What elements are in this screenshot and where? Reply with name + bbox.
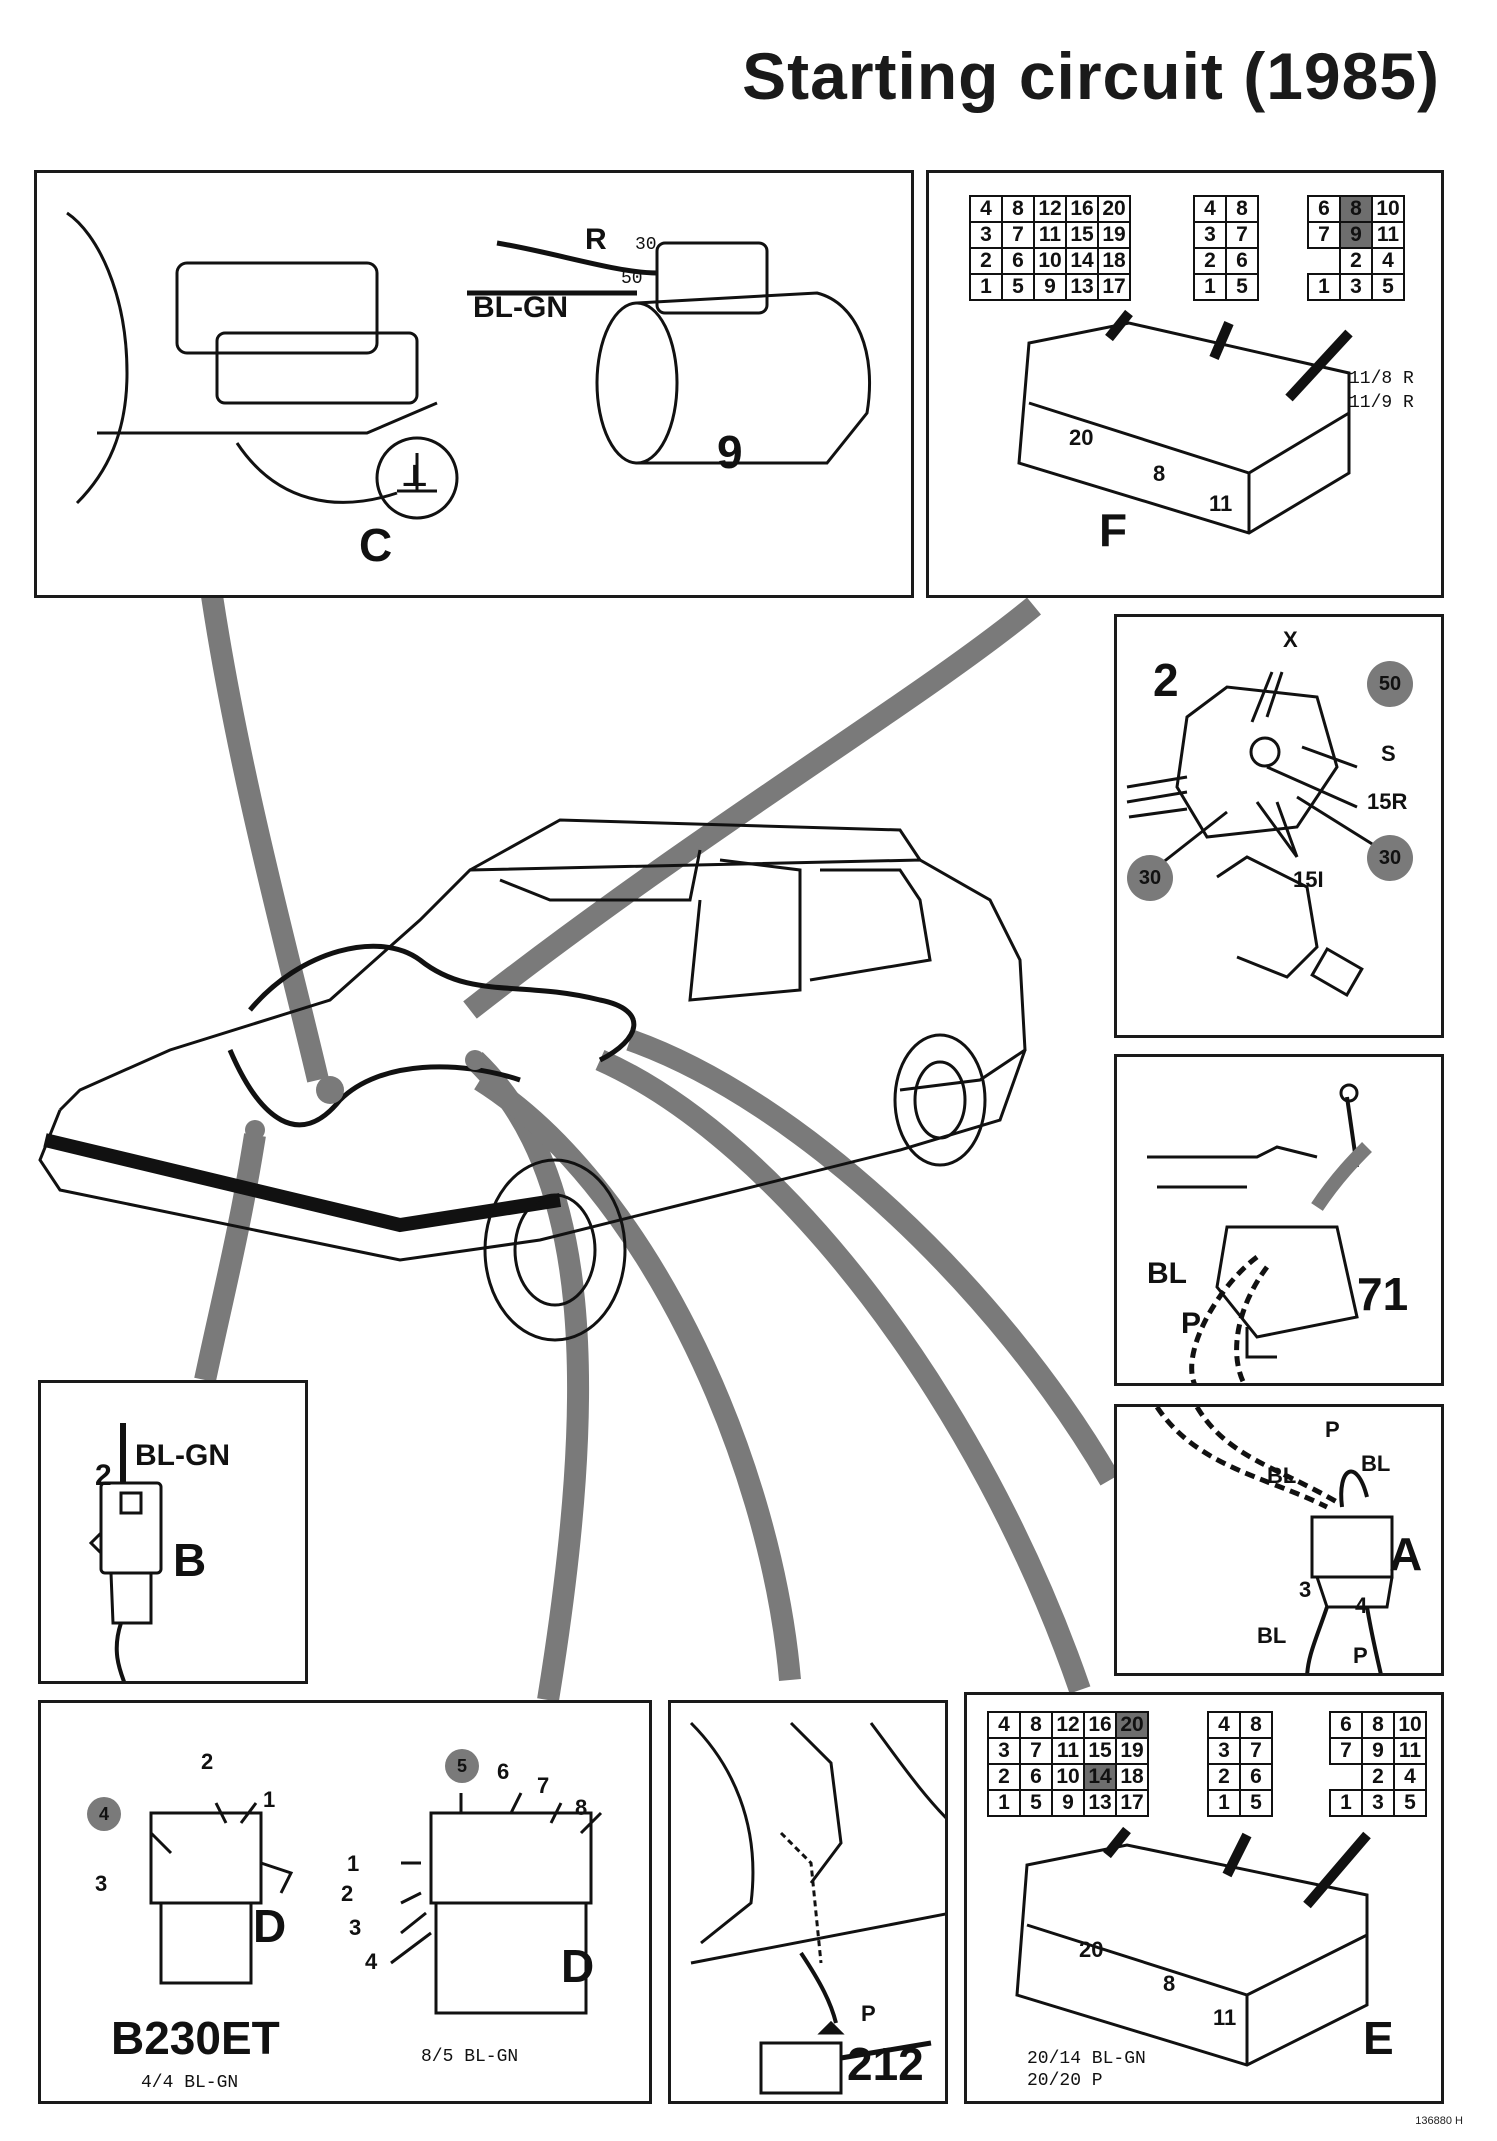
label-71: 71	[1357, 1268, 1409, 1320]
label-e: E	[1363, 2012, 1394, 2064]
right-pin-6: 6	[497, 1759, 510, 1784]
terminal-30: 30	[635, 235, 657, 255]
wire-bl-bottom: BL	[1257, 1623, 1287, 1648]
ground-symbol: ⊥	[401, 460, 429, 493]
wire-r-label: R	[585, 223, 607, 256]
wire-bl-left: BL	[1267, 1463, 1297, 1488]
wire-p-label: P	[1181, 1307, 1202, 1340]
page-title: Starting circuit (1985)	[742, 39, 1440, 113]
wire-bl-right: BL	[1361, 1451, 1391, 1476]
left-pin-4-marker: 4	[87, 1797, 121, 1831]
note-20-20: 20/20 P	[1027, 2071, 1103, 2091]
wire-blgn: BL-GN	[135, 1439, 230, 1472]
connector-a-drawing	[1154, 1407, 1394, 1673]
connector-d-drawing	[149, 1792, 603, 2015]
lead-to-panel-c	[201, 594, 329, 1083]
ground-and-starter-drawing	[66, 211, 872, 520]
right-pin-2: 2	[341, 1881, 354, 1906]
terminal-15r: 15R	[1367, 789, 1408, 814]
note-11-8: 11/8 R	[1349, 369, 1414, 389]
panel-212: P 212	[668, 1700, 948, 2104]
gear-selector-drawing	[1147, 1083, 1372, 1383]
terminal-50-marker: 50	[1367, 661, 1413, 707]
terminal-s: S	[1381, 741, 1396, 766]
terminal-50: 50	[621, 269, 643, 289]
pin-2: 2	[95, 1459, 112, 1492]
pin-3: 3	[1299, 1577, 1312, 1602]
right-pin-7: 7	[537, 1773, 550, 1798]
fuse-block-drawing	[1015, 1826, 1371, 2067]
terminal-30-marker-right: 30	[1367, 835, 1413, 881]
wire-bl-label: BL	[1147, 1257, 1187, 1290]
right-pin-1: 1	[347, 1851, 360, 1876]
block-11-label: 11	[1209, 491, 1233, 516]
lead-to-panel-f	[463, 597, 1041, 1019]
panel-b: 2 BL-GN B	[38, 1380, 308, 1684]
car-illustration	[38, 818, 1027, 1342]
right-pin-4: 4	[365, 1949, 378, 1974]
lead-to-panel-a	[626, 1029, 1120, 1486]
label-2: 2	[1153, 654, 1179, 706]
panel-a: P BL BL A 3 4 BL P	[1114, 1404, 1444, 1676]
left-pin-2: 2	[201, 1749, 214, 1774]
left-pin-3: 3	[95, 1871, 108, 1896]
footer-code: 136880 H	[1415, 2115, 1463, 2127]
note-20-14: 20/14 BL-GN	[1027, 2049, 1146, 2069]
panel-d: 2 1 4 3 D B230ET 4/4 BL-GN 5 6 7 8 1 2 3…	[38, 1700, 652, 2104]
label-a: A	[1389, 1528, 1423, 1580]
label-d-right: D	[561, 1940, 595, 1992]
label-9: 9	[717, 426, 743, 478]
note-4-4: 4/4 BL-GN	[141, 2073, 239, 2093]
lead-to-panel-b	[194, 1133, 266, 1383]
block-20-label: 20	[1069, 425, 1094, 450]
right-pin-3: 3	[349, 1915, 362, 1940]
left-pin-1: 1	[263, 1787, 276, 1812]
block-20-label: 20	[1079, 1937, 1104, 1962]
panel-2-ignition: 2 X 50 S 15R 30 30 15I	[1114, 614, 1444, 1038]
panel-c-9: C ⊥ R BL-GN 30 50 9	[34, 170, 914, 598]
lead-to-panel-e	[595, 1049, 1091, 1694]
terminal-x: X	[1283, 627, 1298, 652]
label-d-left: D	[253, 1900, 287, 1952]
engine-bay-drawing	[689, 1721, 945, 2095]
label-212: 212	[847, 2038, 924, 2090]
wire-p-top: P	[1325, 1417, 1340, 1442]
pin-4: 4	[1355, 1593, 1368, 1618]
lead-bands	[194, 594, 1341, 1702]
lead-to-panel-212	[474, 1070, 801, 1681]
right-pin-5-marker: 5	[445, 1749, 479, 1783]
connector-b-drawing	[88, 1423, 163, 1681]
label-f: F	[1099, 504, 1128, 556]
wire-p-bottom: P	[1353, 1643, 1368, 1668]
right-pin-8: 8	[575, 1795, 588, 1820]
label-c: C	[359, 519, 393, 571]
block-11-label: 11	[1213, 2005, 1237, 2030]
terminal-30-marker-left: 30	[1127, 855, 1173, 901]
wire-blgn-label: BL-GN	[473, 291, 568, 324]
ignition-switch-drawing	[1126, 671, 1378, 998]
block-8-label: 8	[1153, 461, 1166, 486]
label-b: B	[173, 1534, 207, 1586]
note-11-9: 11/9 R	[1349, 393, 1414, 413]
terminal-15i: 15I	[1293, 867, 1324, 892]
wire-p: P	[861, 2001, 876, 2026]
fuse-block-drawing	[1017, 309, 1353, 535]
block-8-label: 8	[1163, 1971, 1176, 1996]
panel-71: BL P 71	[1114, 1054, 1444, 1386]
note-8-5: 8/5 BL-GN	[421, 2047, 519, 2067]
engine-label: B230ET	[111, 2012, 280, 2064]
